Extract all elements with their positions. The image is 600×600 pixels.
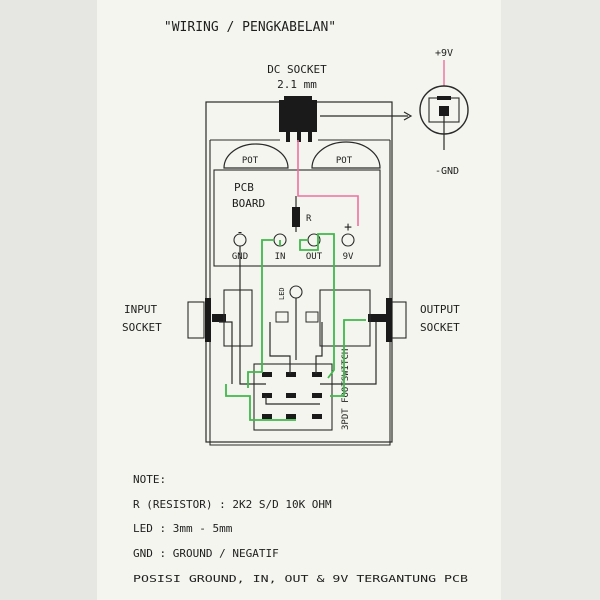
note-position: POSISI GROUND, IN, OUT & 9V TERGANTUNG P… bbox=[133, 574, 468, 585]
notes-heading: NOTE: bbox=[133, 473, 166, 486]
lug-3-3 bbox=[312, 414, 322, 419]
output-jack-signal-wire bbox=[330, 319, 366, 397]
led-contact-left bbox=[275, 311, 289, 323]
dc-detail-gnd-label: -GND bbox=[435, 166, 459, 177]
dc-socket-top bbox=[284, 96, 312, 102]
pad-minus-sign: - bbox=[236, 225, 243, 239]
output-socket-nut bbox=[386, 298, 392, 342]
dc-detail-plus-label: +9V bbox=[435, 48, 453, 59]
output-jack-ground bbox=[320, 322, 377, 385]
dc-socket-label: DC SOCKET bbox=[267, 63, 327, 76]
led-wire-2 bbox=[315, 322, 323, 374]
pot-right bbox=[311, 141, 381, 169]
pcb-label-2: BOARD bbox=[232, 197, 265, 210]
led-contact-right bbox=[305, 311, 319, 323]
input-socket-body bbox=[187, 301, 205, 339]
background-left bbox=[0, 0, 97, 600]
note-gnd: GND : GROUND / NEGATIF bbox=[133, 547, 279, 560]
pad-plus-sign: + bbox=[344, 220, 352, 235]
lug-3-2 bbox=[286, 414, 296, 419]
led bbox=[289, 285, 303, 299]
lug-1-3 bbox=[312, 372, 322, 377]
footswitch-jumper bbox=[265, 396, 320, 405]
enclosure-outline bbox=[205, 101, 393, 443]
footswitch-body bbox=[253, 363, 333, 431]
dc-socket-pin-1 bbox=[286, 132, 290, 142]
dc-socket-pin-2 bbox=[297, 132, 301, 142]
diagram-title: "WIRING / PENGKABELAN" bbox=[164, 20, 336, 35]
pad-in-label: IN bbox=[275, 252, 286, 262]
note-resistor: R (RESISTOR) : 2K2 S/D 10K OHM bbox=[133, 498, 332, 511]
output-socket-label: OUTPUT bbox=[420, 303, 460, 316]
led-label: LED bbox=[278, 287, 286, 300]
lug-3-1 bbox=[262, 414, 272, 419]
pot-left-label: POT bbox=[242, 156, 259, 166]
footswitch-lugs bbox=[262, 372, 322, 419]
pcb-board bbox=[213, 169, 381, 267]
positive-9v-wire bbox=[297, 140, 359, 226]
led-wire-1 bbox=[269, 322, 291, 374]
output-socket-frame bbox=[319, 289, 371, 347]
lug-1-1 bbox=[262, 372, 272, 377]
output-socket-lug bbox=[368, 314, 386, 322]
lug-2-3 bbox=[312, 393, 322, 398]
input-socket-lug bbox=[212, 314, 226, 322]
input-jack-ground bbox=[219, 321, 233, 384]
pcb-label: PCB bbox=[234, 181, 254, 194]
lug-1-2 bbox=[286, 372, 296, 377]
dc-socket-size: 2.1 mm bbox=[277, 78, 317, 91]
ground-wire bbox=[239, 246, 266, 385]
lug-2-1 bbox=[262, 393, 272, 398]
output-socket-body bbox=[391, 301, 407, 339]
footswitch-label: 3PDT FOOTSWITCH bbox=[341, 349, 351, 430]
detail-arrow-head bbox=[403, 111, 413, 121]
in-signal-wire bbox=[247, 239, 281, 388]
pot-left bbox=[223, 143, 289, 169]
input-socket-label: INPUT bbox=[124, 303, 157, 316]
pad-9v-label: 9V bbox=[343, 252, 354, 262]
dc-socket-pin-3 bbox=[308, 132, 312, 142]
dc-detail-top-pin bbox=[437, 96, 451, 100]
output-socket-label-2: SOCKET bbox=[420, 321, 460, 334]
input-socket-nut bbox=[205, 298, 211, 342]
input-socket-label-2: SOCKET bbox=[122, 321, 162, 334]
enclosure-inner-outline bbox=[209, 140, 391, 446]
out-signal-wire bbox=[299, 233, 335, 379]
resistor bbox=[292, 207, 300, 227]
note-led: LED : 3mm - 5mm bbox=[133, 522, 233, 535]
resistor-label: R bbox=[306, 214, 312, 224]
lug-2-2 bbox=[286, 393, 296, 398]
background-right bbox=[501, 0, 600, 600]
input-socket-frame bbox=[223, 289, 253, 347]
input-jack-signal-wire bbox=[225, 384, 296, 421]
pot-right-label: POT bbox=[336, 156, 353, 166]
pad-out-label: OUT bbox=[306, 252, 323, 262]
dc-socket-body bbox=[279, 100, 317, 132]
pad-9v bbox=[341, 233, 355, 247]
dc-detail-center-pin bbox=[439, 106, 449, 116]
